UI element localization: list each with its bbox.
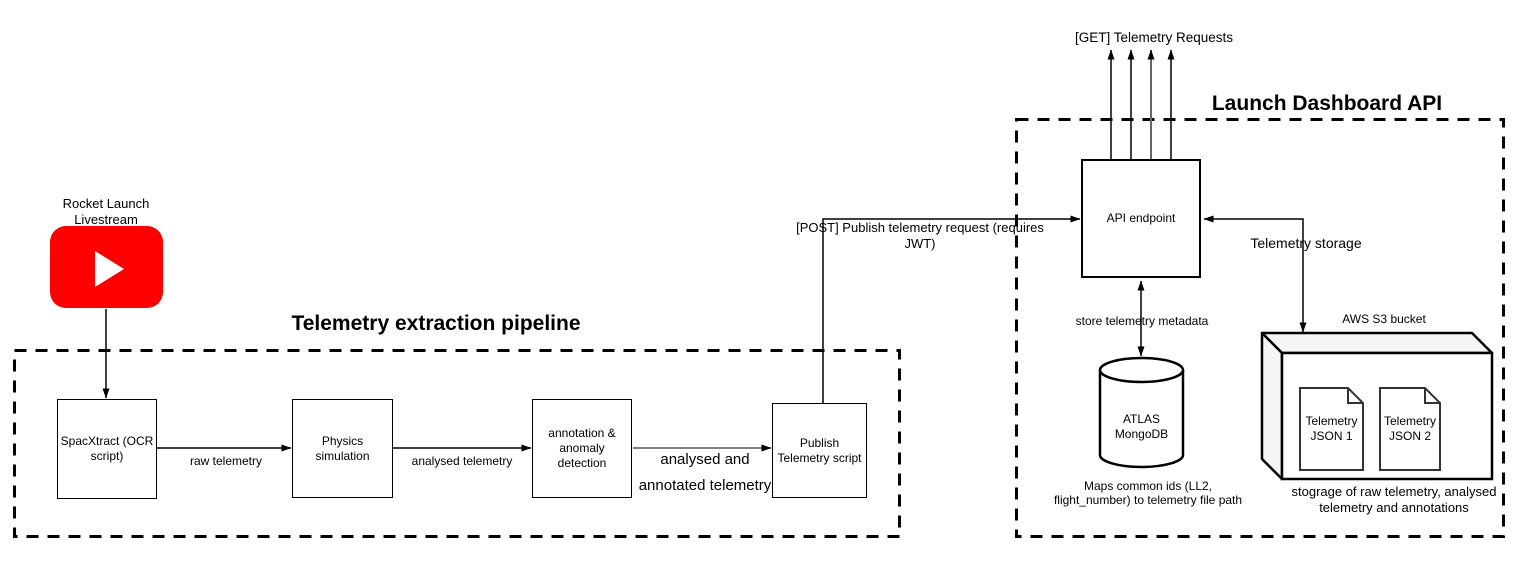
youtube-icon (50, 226, 163, 308)
arrow-telemetry-storage (1203, 215, 1307, 333)
document-icon (1379, 387, 1441, 471)
mongodb-caption: Maps common ids (LL2, flight_number) to … (1053, 479, 1243, 507)
edge-label-annotated-telemetry: analysed and annotated telemetry (638, 451, 772, 494)
s3-bucket-icon (1260, 331, 1494, 481)
post-publish-label: [POST] Publish telemetry request (requir… (796, 220, 1044, 251)
s3-bucket-label: AWS S3 bucket (1342, 312, 1426, 326)
telemetry-json-1-label: Telemetry JSON 1 (1305, 414, 1358, 443)
edge-label-raw-telemetry: raw telemetry (189, 454, 263, 468)
node-annotation-anomaly-detection: annotation & anomaly detection (532, 399, 632, 498)
launch-api-group-title: Launch Dashboard API (1211, 92, 1443, 115)
node-physics-simulation: Physics simulation (292, 399, 393, 498)
arrow-post-publish (822, 215, 1081, 403)
node-api-endpoint: API endpoint (1081, 159, 1201, 278)
mongodb-cylinder-icon (1098, 356, 1185, 469)
store-metadata-label: store telemetry metadata (1075, 314, 1209, 328)
pipeline-group-title: Telemetry extraction pipeline (291, 312, 581, 335)
get-requests-label: [GET] Telemetry Requests (1074, 30, 1234, 45)
launch-api-group-box (1015, 118, 1505, 538)
mongodb-label: ATLAS MongoDB (1114, 412, 1169, 441)
telemetry-storage-label: Telemetry storage (1250, 235, 1362, 251)
s3-bucket-caption: stograge of raw telemetry, analysed tele… (1291, 484, 1497, 515)
telemetry-json-2-label: Telemetry JSON 2 (1383, 414, 1436, 443)
node-publish-telemetry-script: Publish Telemetry script (772, 403, 867, 498)
pipeline-group-box (13, 349, 901, 538)
livestream-label: Rocket Launch Livestream (62, 196, 150, 227)
node-spacxtract-ocr: SpacXtract (OCR script) (57, 399, 157, 499)
edge-label-analysed-telemetry: analysed telemetry (411, 454, 513, 468)
document-icon (1299, 387, 1364, 471)
